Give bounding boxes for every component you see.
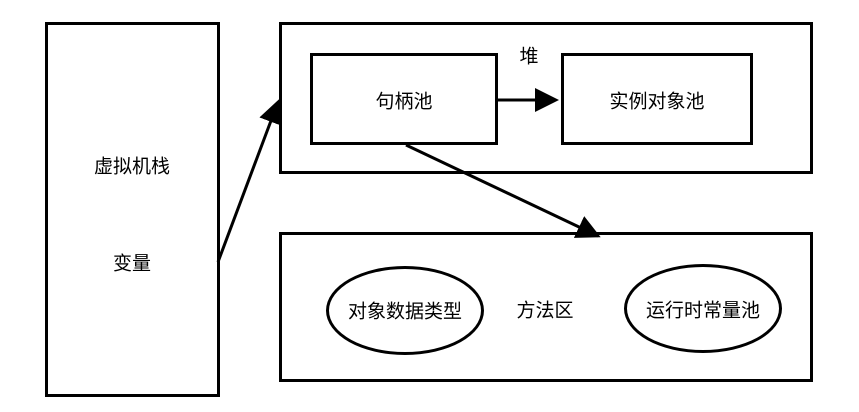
handle-pool-box (310, 53, 498, 145)
method-area-title: 方法区 (516, 299, 574, 322)
vm-stack-title: 虚拟机栈 (93, 155, 171, 178)
instance-pool-label: 实例对象池 (609, 90, 705, 113)
handle-to-method-area-arrow (405, 143, 601, 238)
heap-title: 堆 (519, 45, 539, 68)
handle-pool-label: 句柄池 (375, 90, 433, 113)
instance-pool-box (561, 53, 753, 145)
vm-stack-box (45, 22, 220, 397)
runtime-constant-pool-ellipse (624, 264, 782, 353)
variable-label: 变量 (112, 252, 152, 275)
object-type-data-ellipse (326, 266, 484, 355)
runtime-constant-pool-label: 运行时常量池 (645, 299, 761, 322)
object-type-data-label: 对象数据类型 (347, 300, 463, 323)
stack-to-heap-arrow (216, 99, 282, 263)
